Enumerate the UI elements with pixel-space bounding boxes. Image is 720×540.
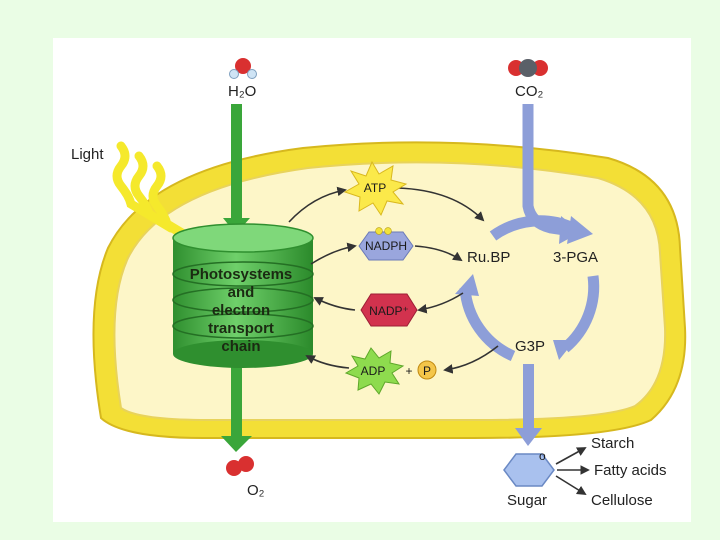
cycle-arrowhead-to-g3p: [553, 340, 575, 360]
stack-label-line5: chain: [221, 338, 260, 355]
starch-label: Starch: [591, 435, 634, 452]
water-molecule-icon: [229, 58, 257, 79]
plus-sign: +: [405, 364, 412, 378]
light-rays: [112, 141, 212, 253]
arrow-cycle-to-nadp: [417, 292, 464, 314]
arrow-atp-to-cycle: [397, 187, 485, 222]
nadph-hexagon: [358, 231, 414, 261]
carbon-dioxide-molecule-icon: [508, 59, 548, 77]
oxygen-label: O₂: [247, 482, 265, 499]
electron-dot-left: [375, 227, 383, 235]
arrow-to-atp: [288, 186, 347, 223]
oxygen-arrowhead: [221, 436, 252, 452]
stack-label-line3: electron: [212, 302, 270, 319]
g3p-label: G3P: [515, 338, 545, 355]
arrow-nadph-to-cycle: [414, 245, 463, 262]
arrow-nadp-to-stack: [313, 297, 356, 311]
light-label: Light: [71, 146, 104, 163]
nadp-label: NADP⁺: [369, 304, 409, 318]
oxygen-molecule-icon: [226, 456, 254, 476]
electron-dot-right: [384, 227, 392, 235]
sugar-label: Sugar: [507, 492, 547, 509]
phosphate-circle: [417, 360, 437, 380]
diagram-panel: Photosystems and electron transport chai…: [53, 38, 691, 522]
nadph-label: NADPH: [365, 239, 407, 253]
sugar-ring-oxygen-label: o: [539, 449, 546, 463]
sugar-hexagon: [503, 453, 555, 487]
adp-starburst: [344, 347, 405, 395]
arrow-cycle-to-adp: [443, 345, 499, 374]
cellulose-label: Cellulose: [591, 492, 653, 509]
stack-label-line1: Photosystems: [190, 266, 293, 283]
atp-starburst: [343, 160, 408, 217]
pga-label: 3-PGA: [553, 249, 598, 266]
thylakoid-stack: [172, 223, 314, 368]
photosynthesis-diagram: Photosystems and electron transport chai…: [71, 58, 687, 509]
fatty-acids-label: Fatty acids: [594, 462, 667, 479]
adp-label: ADP: [361, 364, 386, 378]
rubp-label: Ru.BP: [467, 249, 510, 266]
atp-label: ATP: [364, 181, 386, 195]
sugar-flow-arrow: [523, 364, 534, 430]
arrow-to-nadph: [310, 242, 357, 265]
nadp-shape: [360, 293, 418, 327]
phosphate-label: P: [423, 364, 431, 378]
cycle-arrowhead-to-rubp: [455, 274, 479, 296]
arrow-to-starch: [555, 447, 587, 465]
stack-label-line2: and: [228, 284, 255, 301]
arrow-to-cellulose: [555, 475, 587, 496]
stack-label-line4: transport: [208, 320, 274, 337]
carbon-dioxide-label: CO₂: [515, 83, 544, 100]
arrow-adp-to-stack: [305, 355, 350, 369]
sugar-arrowhead: [515, 428, 542, 446]
water-label: H₂O: [228, 83, 256, 100]
cycle-arrowhead-to-pga: [567, 216, 593, 244]
